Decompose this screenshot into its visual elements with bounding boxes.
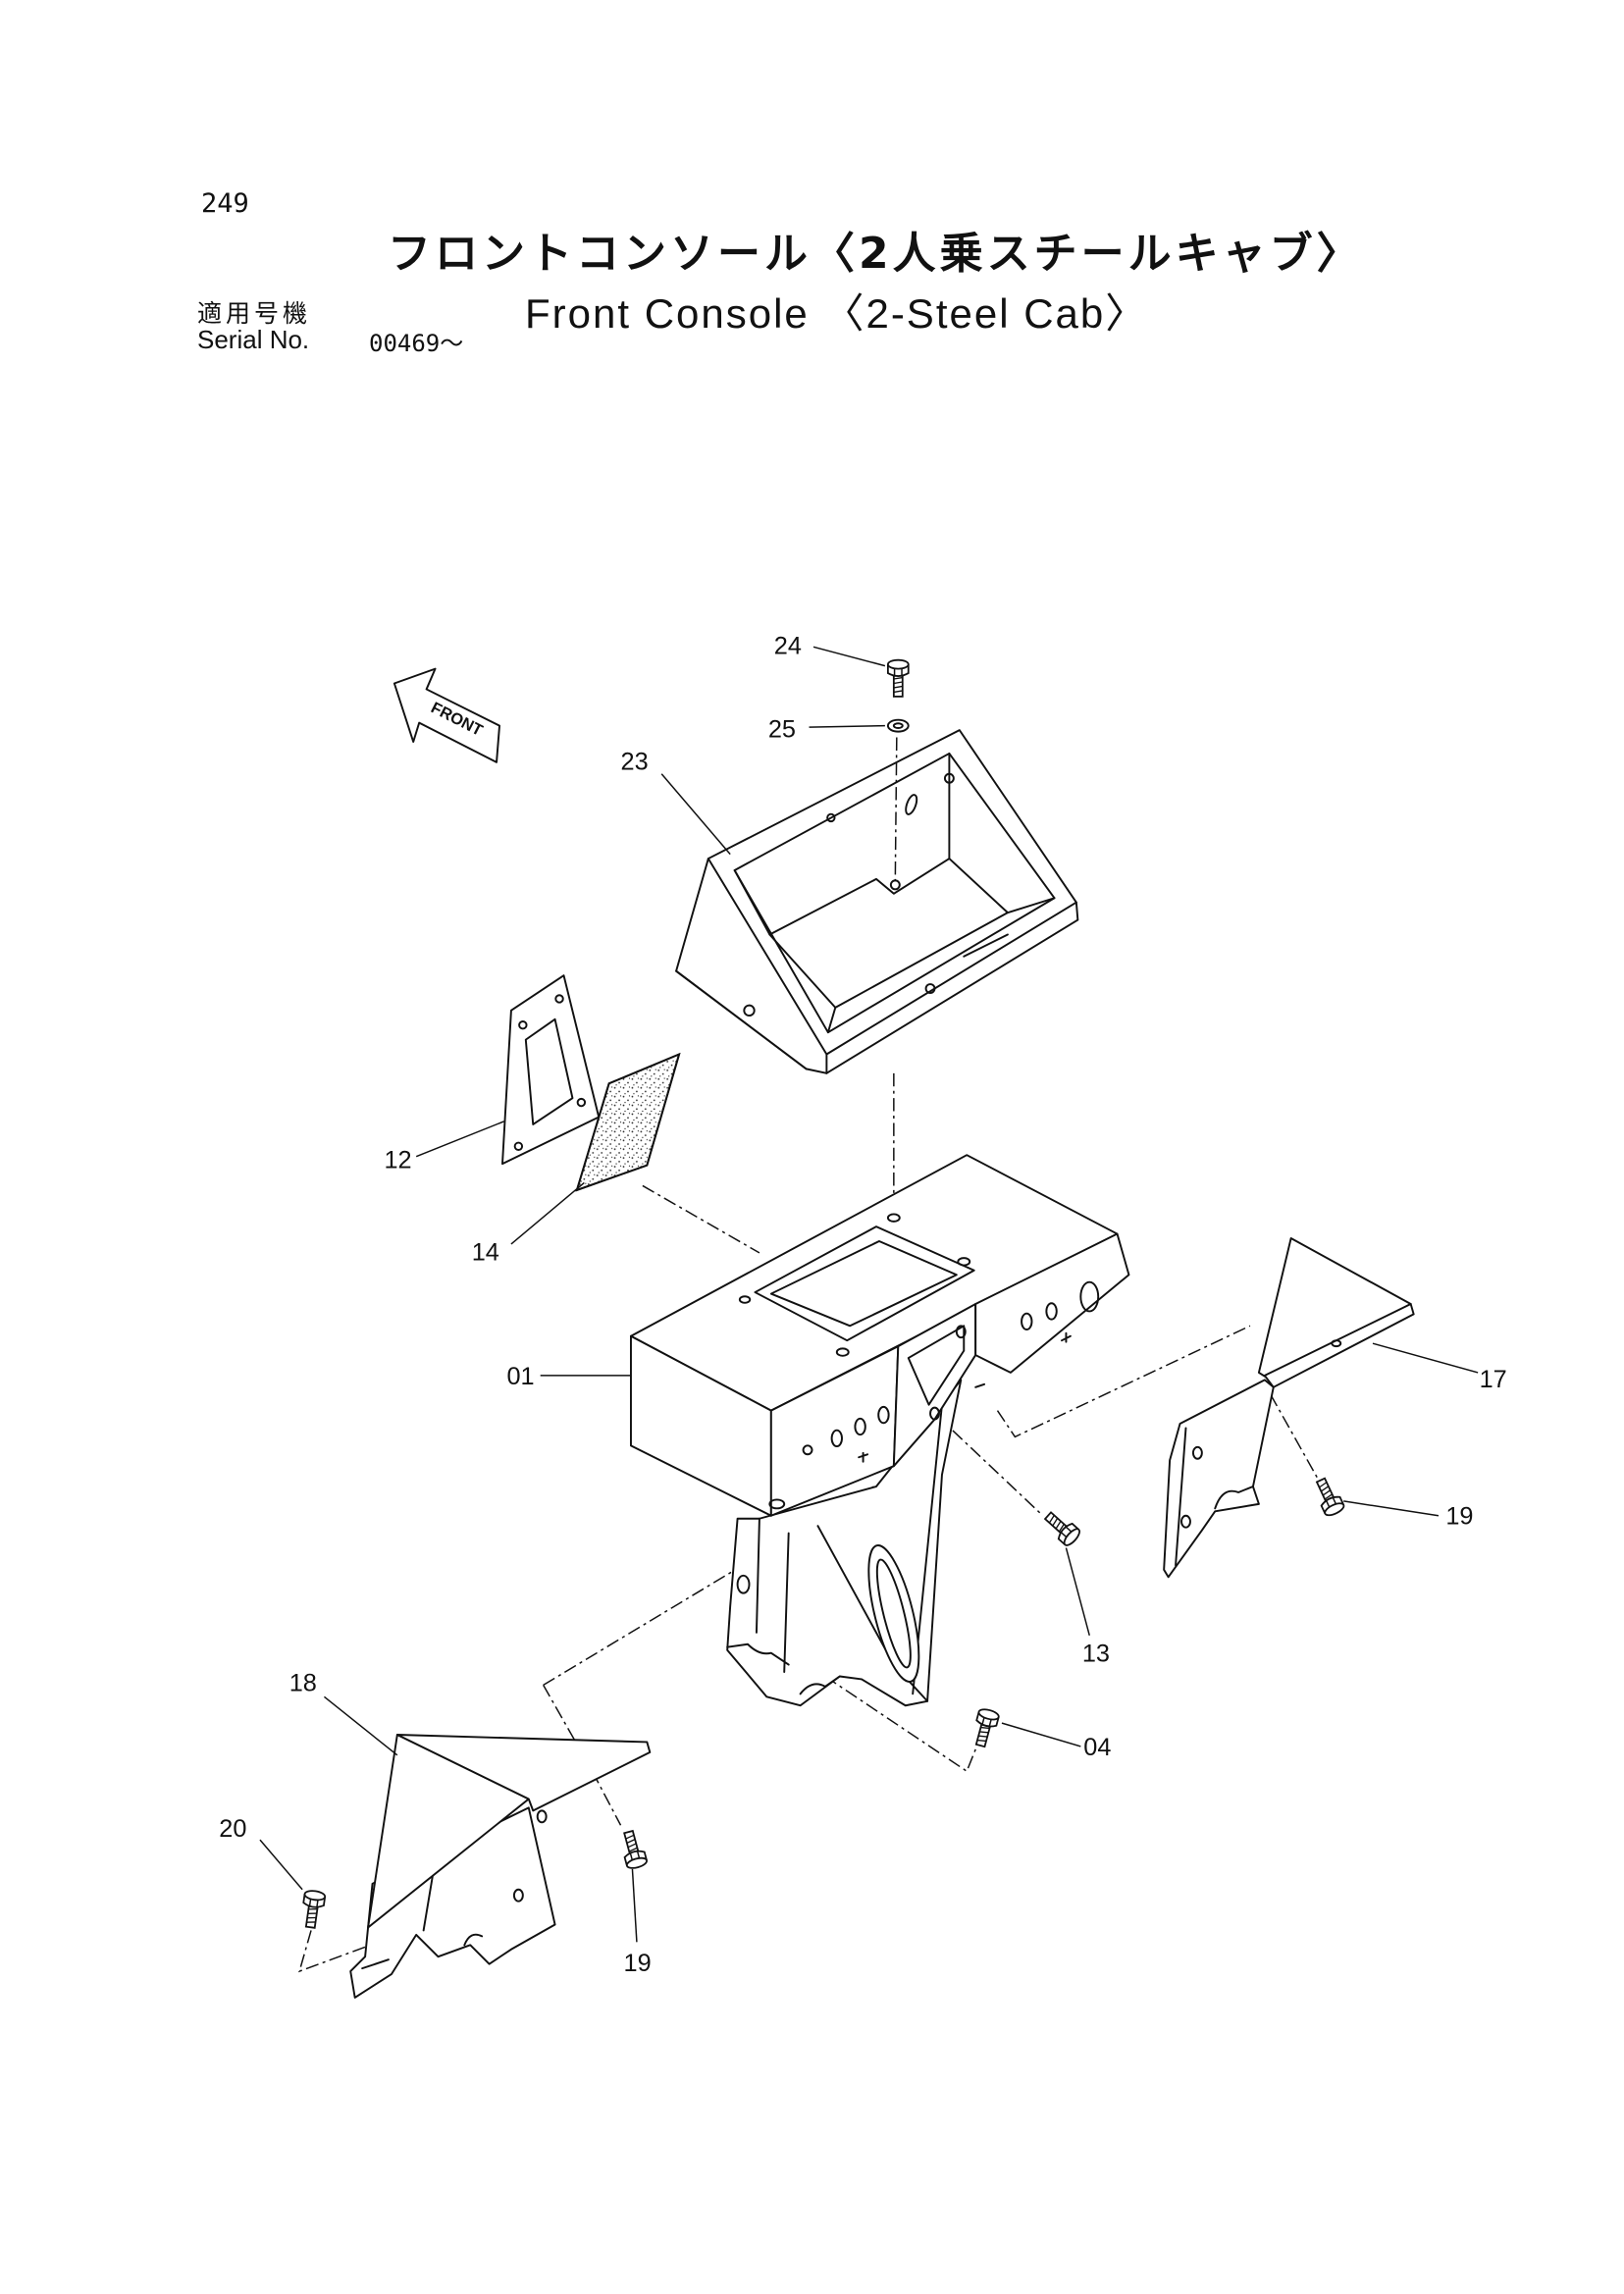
filter-pad: [575, 1052, 681, 1192]
page-title-english: Front Console 〈2-Steel Cab〉: [525, 290, 1149, 337]
meter-housing: [675, 729, 1079, 1074]
callout-17: 17: [1480, 1366, 1507, 1393]
bolt-04: [969, 1706, 1001, 1749]
callout-23: 23: [621, 748, 649, 775]
bolt-19-left: [617, 1828, 650, 1871]
serial-number-value: 00469～: [369, 330, 464, 357]
front-console-body: [629, 1154, 1130, 1707]
bolt-19-right: [1310, 1475, 1347, 1519]
gasket-plate: [501, 974, 601, 1166]
callout-14: 14: [472, 1238, 499, 1266]
left-bracket: [349, 1734, 652, 1999]
callout-25: 25: [768, 716, 796, 744]
callout-labels: 24 25 23 12 14 01 17 19 13 04 18 20 19: [219, 633, 1506, 1977]
callout-24: 24: [774, 633, 802, 660]
bolt-20: [299, 1889, 327, 1930]
callout-19-left: 19: [624, 1950, 652, 1977]
callout-12: 12: [384, 1147, 411, 1174]
page-number: 249: [201, 188, 249, 219]
callout-20: 20: [219, 1815, 246, 1843]
serial-label-japanese: 適用号機: [197, 299, 312, 328]
top-center-line: [894, 737, 898, 881]
front-direction-arrow: FRONT: [393, 667, 500, 763]
callout-leader-lines: [259, 646, 1479, 1943]
callout-13: 13: [1082, 1641, 1110, 1668]
callout-01: 01: [506, 1363, 534, 1390]
callout-19-right: 19: [1445, 1503, 1473, 1531]
bolt-13: [1040, 1507, 1083, 1549]
callout-18: 18: [289, 1669, 317, 1696]
serial-label-english: Serial No.: [197, 325, 310, 354]
right-bracket: [1163, 1237, 1415, 1579]
page-title-japanese: フロントコンソール〈2人乗スチールキャブ〉: [388, 229, 1364, 279]
callout-04: 04: [1083, 1734, 1111, 1761]
bolt-24: [886, 658, 910, 698]
washer-25: [886, 718, 910, 733]
